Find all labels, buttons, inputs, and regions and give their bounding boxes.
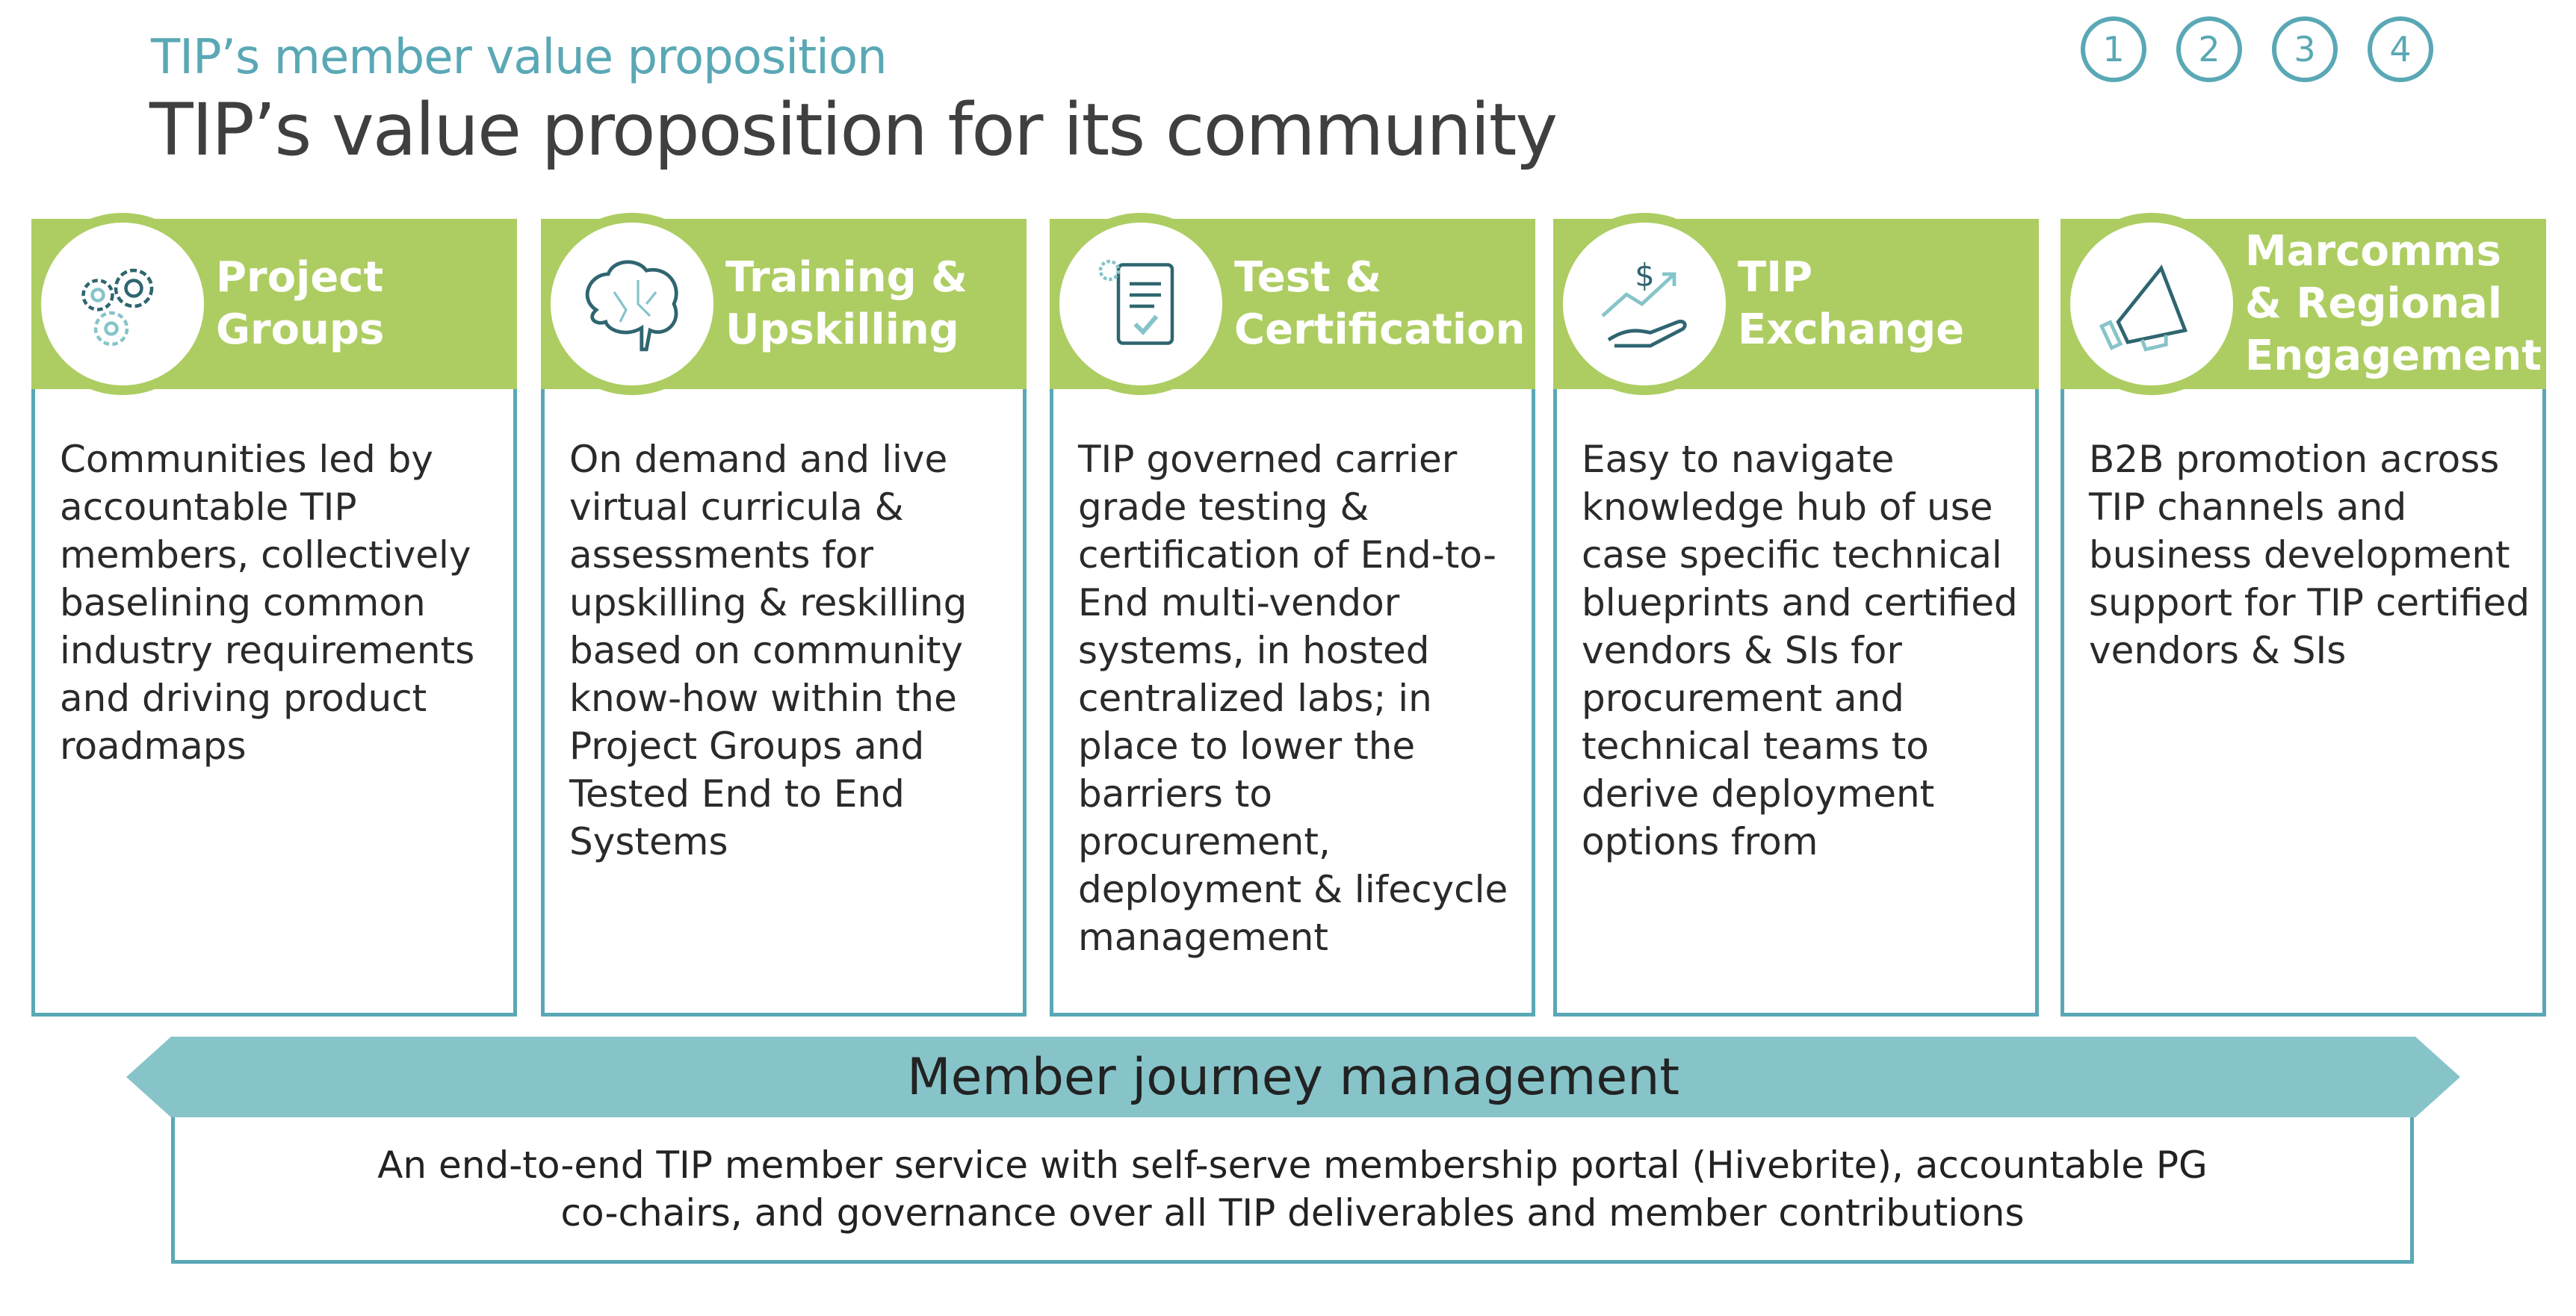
- step-indicator: 1 2 3 4: [2081, 16, 2433, 82]
- card-marcomms-regional: Marcomms & Regional Engagement B2B promo…: [2061, 213, 2546, 1017]
- card-training-upskilling: Training & Upskilling On demand and live…: [541, 213, 1027, 1017]
- card-project-groups: Project Groups Communities led by accoun…: [31, 213, 517, 1017]
- gears-icon: [31, 213, 214, 395]
- card-tip-exchange: $ TIP Exchange Easy to navigate knowledg…: [1553, 213, 2039, 1017]
- dollar-growth-hand-icon: $: [1553, 213, 1736, 395]
- step-2[interactable]: 2: [2176, 16, 2242, 82]
- card-title: TIP Exchange: [1738, 253, 1965, 354]
- card-body: Easy to navigate knowledge hub of use ca…: [1582, 438, 2018, 863]
- card-body: TIP governed carrier grade testing & cer…: [1078, 438, 1508, 959]
- card-title: Training & Upskilling: [725, 253, 967, 354]
- checklist-icon: [1050, 213, 1232, 395]
- step-3[interactable]: 3: [2272, 16, 2338, 82]
- card-title: Marcomms & Regional Engagement: [2245, 227, 2542, 380]
- card-body: B2B promotion across TIP channels and bu…: [2089, 438, 2530, 672]
- member-journey-banner: Member journey management: [126, 1037, 2460, 1117]
- card-title: Test & Certification: [1234, 253, 1526, 354]
- section-subtitle: TIP’s member value proposition: [151, 30, 888, 85]
- card-body: On demand and live virtual curricula & a…: [569, 438, 967, 863]
- card-title: Project Groups: [216, 253, 385, 354]
- card-test-certification: Test & Certification TIP governed carrie…: [1050, 213, 1535, 1017]
- megaphone-icon: [2061, 213, 2243, 395]
- brain-icon: [541, 213, 723, 395]
- card-body: Communities led by accountable TIP membe…: [60, 438, 475, 768]
- step-1[interactable]: 1: [2081, 16, 2146, 82]
- svg-text:$: $: [1635, 257, 1654, 294]
- page-title: TIP’s value proposition for its communit…: [149, 88, 1558, 172]
- member-journey-description: An end-to-end TIP member service with se…: [171, 1117, 2414, 1264]
- step-4[interactable]: 4: [2368, 16, 2433, 82]
